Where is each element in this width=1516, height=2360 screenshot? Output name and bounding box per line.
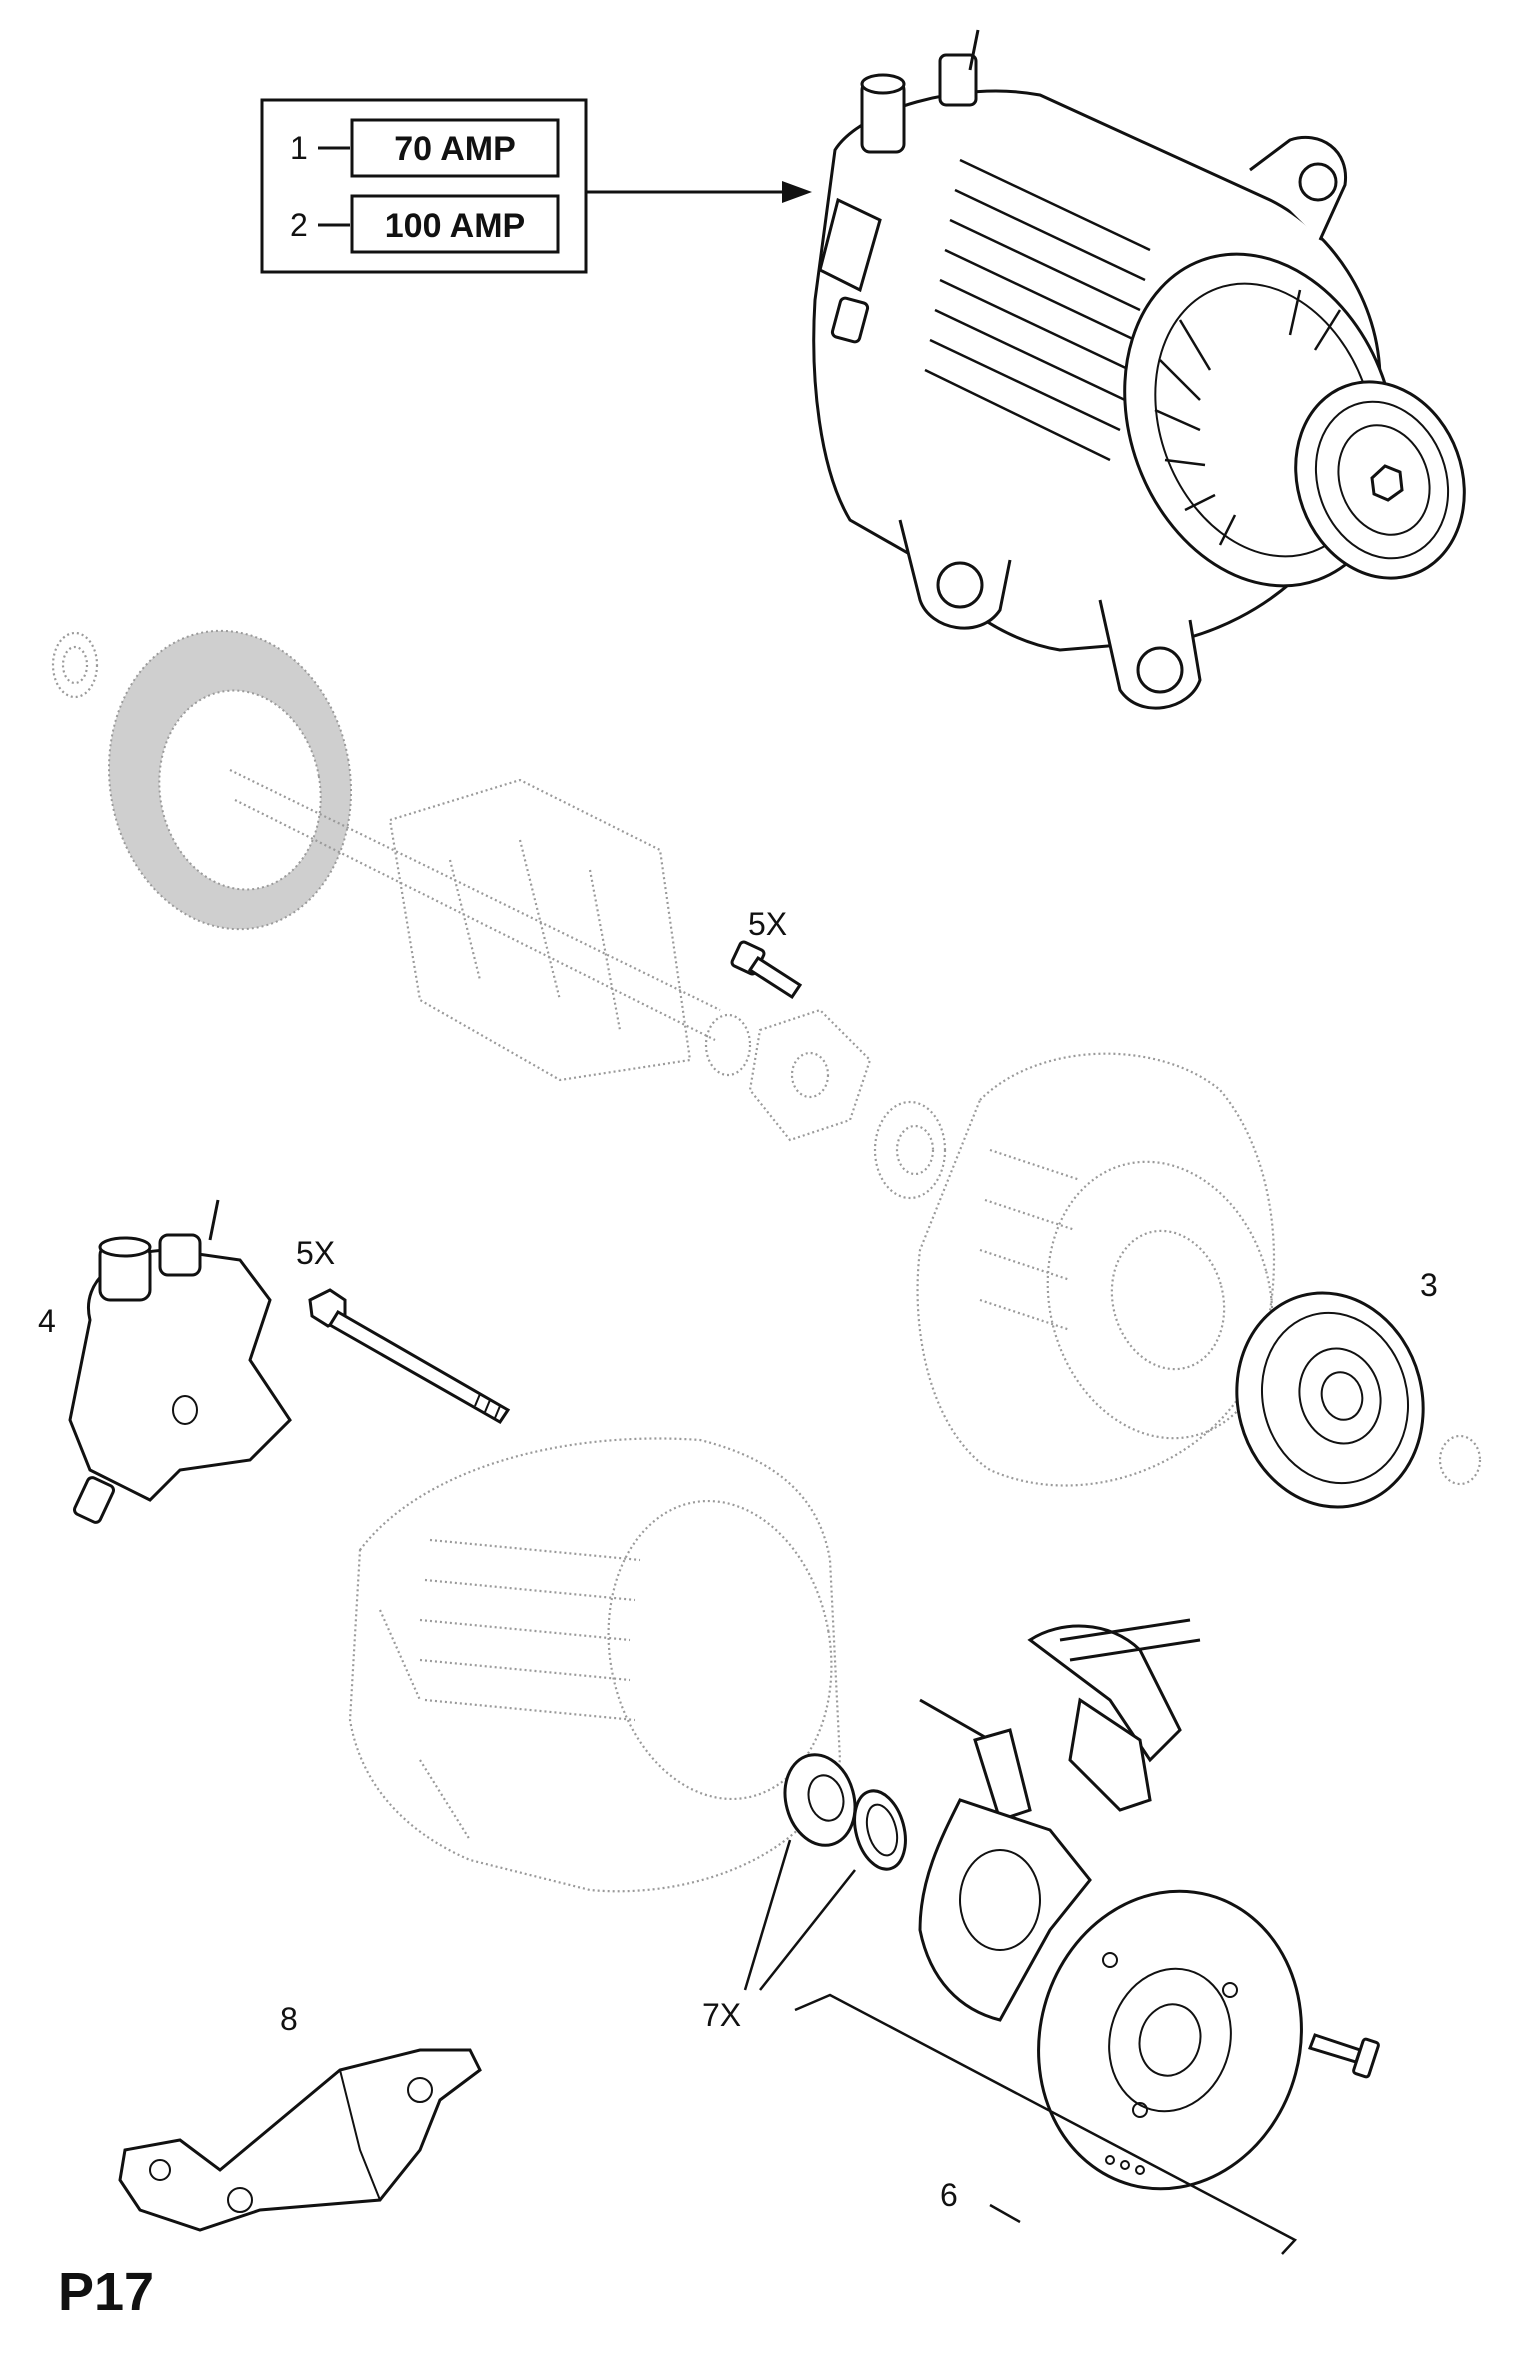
bolt-5x-top[interactable]: [730, 940, 803, 1000]
callout-6: 6: [940, 2177, 958, 2213]
vacuum-pump-part-4[interactable]: [68, 1199, 292, 1524]
variant-1-index: 1: [290, 130, 308, 166]
brush-regulator-part-6[interactable]: [918, 1618, 1380, 2219]
variant-2-label-box[interactable]: [350, 194, 560, 254]
leader-lines: [743, 1839, 1298, 2255]
page-code: P17: [58, 2262, 154, 2322]
callout-4: 4: [38, 1303, 56, 1339]
callout-7x: 7X: [702, 1997, 741, 2033]
rotor-ghost: [51, 629, 752, 1082]
callout-5x-top: 5X: [748, 906, 787, 942]
bearing-seal-7x[interactable]: [775, 1747, 913, 1875]
callout-8: 8: [280, 2001, 298, 2037]
variant-2-index: 2: [290, 207, 308, 243]
callout-3: 3: [1420, 1267, 1438, 1303]
bracket-part-8[interactable]: [118, 2048, 482, 2232]
pulley-part-3[interactable]: [1213, 1272, 1482, 1528]
callout-5x-left: 5X: [296, 1235, 335, 1271]
bolt-5x-left[interactable]: [308, 1288, 511, 1424]
alternator-assembly[interactable]: [812, 29, 1491, 710]
front-housing-ghost: [748, 1008, 1276, 1487]
variant-2-label: 100 AMP: [385, 207, 525, 245]
variant-1-label: 70 AMP: [394, 130, 516, 168]
variant-box: 1 70 AMP 2 100 AMP: [260, 98, 588, 274]
stator-housing-ghost: [348, 1437, 842, 1893]
variant-arrow: [586, 181, 812, 203]
variant-1-label-box[interactable]: [350, 118, 560, 178]
